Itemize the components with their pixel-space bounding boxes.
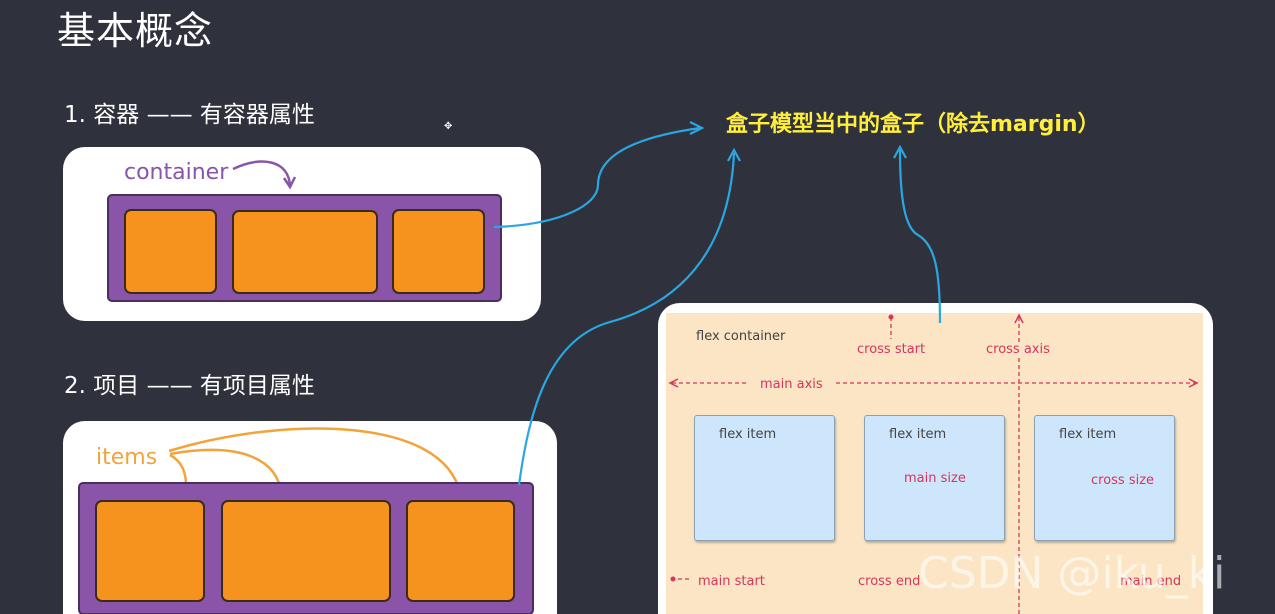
orange-item-a	[95, 500, 205, 602]
items-label: 2. 项目 —— 有项目属性	[64, 373, 315, 399]
flex-item-1: flex item	[694, 415, 835, 541]
items-illustration: items	[63, 421, 557, 614]
container-drawing: container	[107, 160, 502, 302]
cross-axis-label: cross axis	[986, 342, 1050, 357]
flex-container-diagram: flex container cross start cross axis ma…	[658, 303, 1213, 614]
main-axis-label: main axis	[760, 377, 823, 392]
items-drawing: items	[78, 427, 534, 614]
items-to-callout-arrow	[517, 152, 736, 486]
box-model-callout: 盒子模型当中的盒子（除去margin）	[726, 112, 1100, 137]
orange-item-c	[406, 500, 515, 602]
container-label: 1. 容器 —— 有容器属性	[64, 102, 315, 128]
items-annotation: items	[96, 445, 157, 470]
main-start-label: main start	[698, 574, 765, 589]
cross-end-label: cross end	[858, 574, 921, 589]
flex-item-2: flex item	[864, 415, 1005, 541]
main-size-label: main size	[904, 471, 966, 486]
orange-item-1	[124, 209, 217, 294]
page-title: 基本概念	[57, 9, 214, 53]
orange-item-b	[221, 500, 391, 602]
cross-size-label: cross size	[1090, 473, 1156, 488]
container-to-callout-arrow	[493, 126, 701, 229]
flexbox-to-callout-arrow	[898, 149, 942, 324]
main-end-label: main end	[1120, 574, 1182, 589]
flex-item-label: flex item	[889, 427, 947, 442]
mouse-cursor-icon: ✥	[444, 121, 453, 132]
orange-item-3	[392, 209, 485, 294]
container-illustration: container	[63, 147, 541, 321]
flex-item-label: flex item	[719, 427, 777, 442]
container-annotation: container	[124, 160, 229, 185]
flex-container-label: flex container	[696, 329, 786, 344]
flex-item-label: flex item	[1059, 427, 1117, 442]
csdn-watermark: CSDN @iku_ki	[918, 548, 1226, 599]
container-annotation-arrow	[232, 160, 292, 186]
cross-start-label: cross start	[857, 342, 926, 357]
orange-item-2	[232, 210, 378, 294]
items-arrow-3	[168, 427, 462, 494]
